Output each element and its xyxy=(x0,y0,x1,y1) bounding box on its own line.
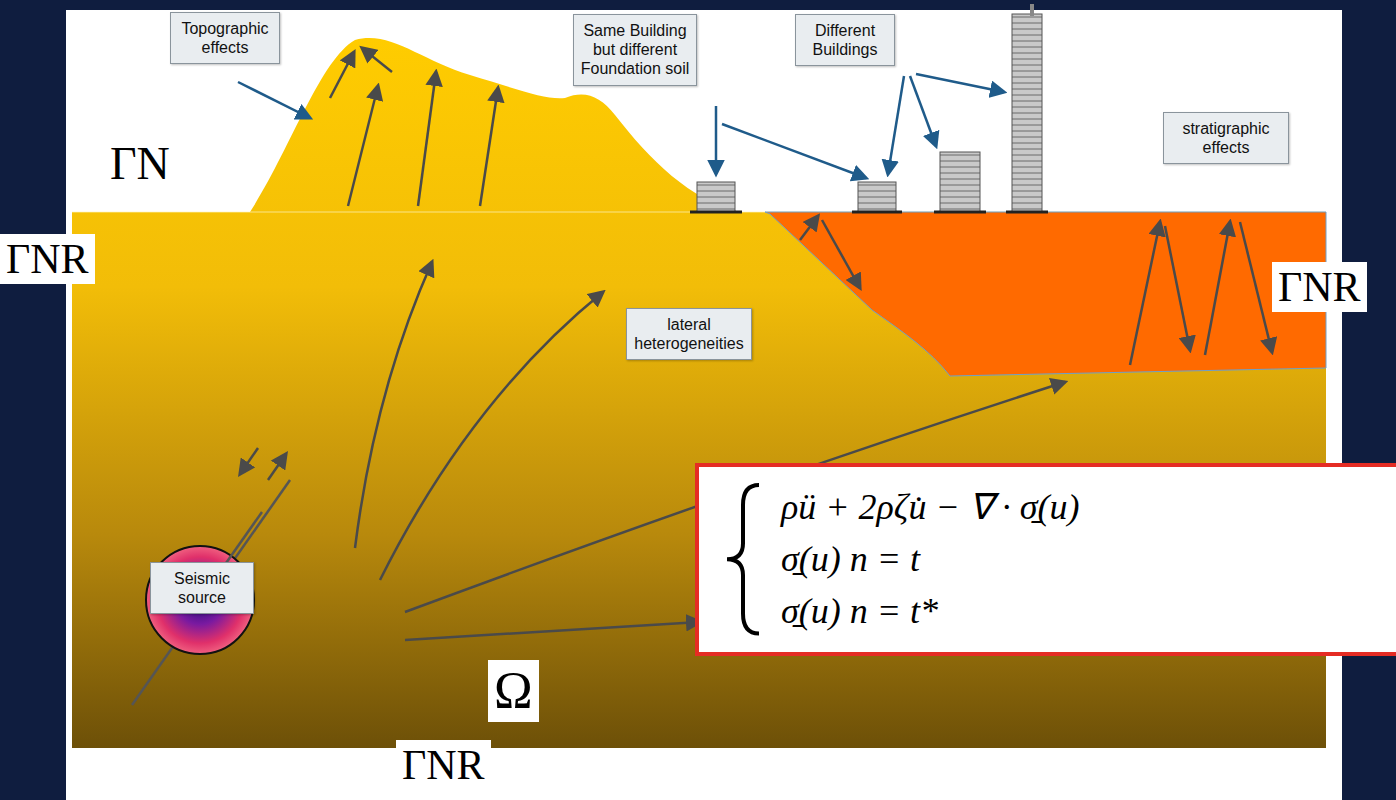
equation-box: ρü + 2ρζu̇ − ∇ · σ̱(u)σ̱(u) n = tσ̱(u) n… xyxy=(695,463,1396,656)
equation-line: σ̱(u) n = t xyxy=(781,533,1393,585)
boundary-label: ΓNR xyxy=(1272,262,1367,312)
building xyxy=(940,152,980,212)
boundary-label: ΓN xyxy=(104,136,176,191)
fault-line xyxy=(132,480,290,705)
equation-line: ρü + 2ρζu̇ − ∇ · σ̱(u) xyxy=(781,481,1393,533)
callout-text: Seismic source xyxy=(157,569,247,607)
buildings-callout: Different Buildings xyxy=(795,14,895,66)
equation-line: σ̱(u) n = t* xyxy=(781,585,1393,637)
brace xyxy=(713,467,773,652)
callout-text: Different Buildings xyxy=(802,21,888,59)
sediment-basin xyxy=(765,212,1326,376)
building xyxy=(858,182,896,212)
tower-building xyxy=(1012,14,1042,212)
leader-lines xyxy=(238,74,1004,178)
callout-text: stratigraphic effects xyxy=(1170,119,1282,157)
building xyxy=(697,182,735,212)
domain-label: Ω xyxy=(488,660,539,722)
lateral-callout: lateral heterogeneities xyxy=(626,308,752,360)
stratigraphic-callout: stratigraphic effects xyxy=(1163,112,1289,164)
callout-text: Topographic effects xyxy=(177,19,273,57)
boundary-label: ΓNR xyxy=(396,740,491,790)
boundary-label: ΓNR xyxy=(0,234,95,284)
callout-text: lateral heterogeneities xyxy=(633,315,745,353)
source-callout: Seismic source xyxy=(150,562,254,614)
topographic-callout: Topographic effects xyxy=(170,12,280,64)
seismic-source-sphere xyxy=(146,546,254,654)
foundation-callout: Same Building but different Foundation s… xyxy=(573,14,697,86)
callout-text: Same Building but different Foundation s… xyxy=(580,21,690,79)
picture-ground xyxy=(66,10,1342,800)
